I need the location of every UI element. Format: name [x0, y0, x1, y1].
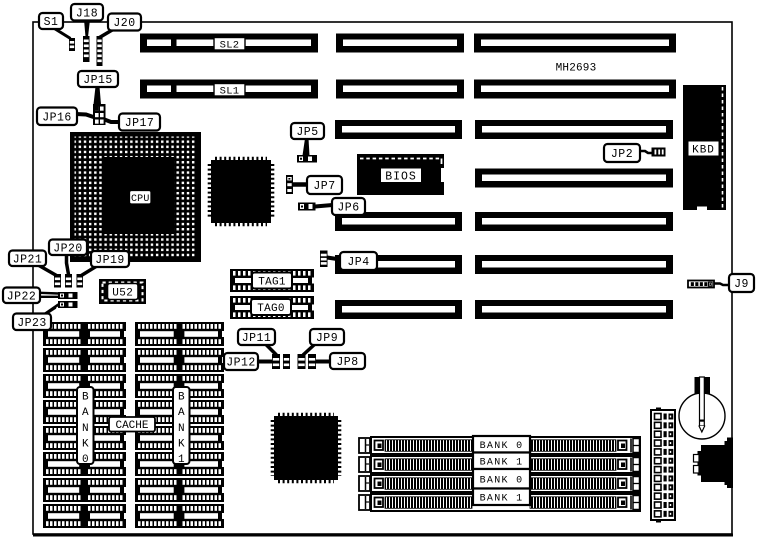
svg-text:JP8: JP8 — [336, 356, 358, 369]
svg-text:A: A — [178, 407, 185, 419]
svg-text:JP11: JP11 — [242, 332, 272, 345]
svg-text:JP19: JP19 — [95, 254, 125, 267]
svg-text:JP21: JP21 — [13, 253, 43, 266]
svg-text:CPU: CPU — [131, 194, 150, 205]
svg-text:JP20: JP20 — [53, 242, 83, 255]
svg-text:JP12: JP12 — [226, 357, 256, 370]
svg-text:JP15: JP15 — [83, 74, 113, 87]
svg-text:CACHE: CACHE — [115, 420, 148, 432]
svg-text:K: K — [178, 438, 185, 450]
svg-text:TAG0: TAG0 — [257, 303, 285, 315]
svg-text:U52: U52 — [112, 288, 133, 300]
svg-text:JP5: JP5 — [296, 126, 318, 139]
svg-text:SL1: SL1 — [220, 86, 240, 98]
svg-text:K: K — [82, 438, 89, 450]
svg-text:JP7: JP7 — [313, 180, 335, 193]
svg-text:A: A — [82, 407, 89, 419]
svg-text:1: 1 — [178, 454, 185, 466]
svg-text:SL2: SL2 — [220, 40, 240, 52]
svg-text:0: 0 — [82, 454, 89, 466]
svg-text:BANK 0: BANK 0 — [480, 441, 524, 452]
svg-text:JP6: JP6 — [337, 202, 359, 215]
svg-text:B: B — [82, 392, 89, 404]
svg-text:JP4: JP4 — [347, 256, 369, 269]
svg-text:JP22: JP22 — [7, 290, 37, 303]
svg-text:JP23: JP23 — [17, 317, 47, 330]
svg-text:TAG1: TAG1 — [258, 276, 286, 288]
svg-text:J18: J18 — [76, 7, 98, 20]
svg-text:BANK 0: BANK 0 — [480, 476, 524, 487]
svg-text:N: N — [178, 423, 185, 435]
svg-text:J9: J9 — [734, 278, 749, 291]
svg-text:B: B — [178, 392, 185, 404]
svg-text:BANK 1: BANK 1 — [480, 494, 524, 505]
svg-text:S1: S1 — [44, 16, 59, 29]
svg-text:JP9: JP9 — [316, 332, 338, 345]
svg-text:JP2: JP2 — [611, 148, 633, 161]
svg-text:N: N — [82, 423, 89, 435]
svg-text:MH2693: MH2693 — [556, 63, 597, 75]
svg-text:BANK 1: BANK 1 — [480, 458, 524, 469]
svg-text:J20: J20 — [113, 17, 135, 30]
svg-text:BIOS: BIOS — [385, 171, 417, 184]
svg-text:KBD: KBD — [692, 145, 715, 157]
svg-text:JP16: JP16 — [42, 111, 72, 124]
svg-text:JP17: JP17 — [125, 117, 155, 130]
